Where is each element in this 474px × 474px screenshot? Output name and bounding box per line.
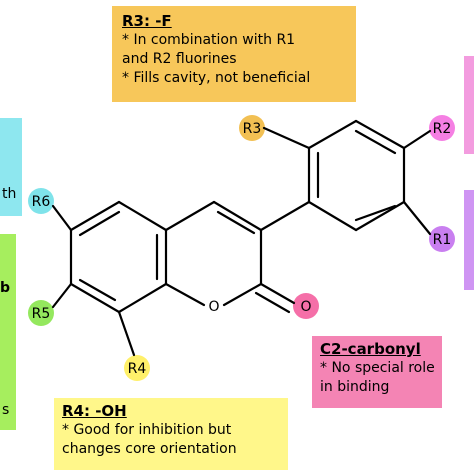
r4-callout-line: changes core orientation (62, 441, 237, 457)
r1-callout-box (464, 190, 474, 290)
r5-atom-label: R5 (32, 306, 51, 322)
bond-lines (51, 119, 432, 357)
ring-oxygen-label: O (208, 299, 219, 315)
r4-callout-title: R4: -OH (62, 402, 127, 420)
r6-atom-label: R6 (32, 194, 51, 210)
r6-highlight (28, 188, 54, 214)
r5-highlight (28, 300, 54, 326)
r3-callout-line: * Fills cavity, not beneficial (122, 70, 311, 86)
r3-callout-line: and R2 fluorines (122, 51, 237, 67)
r4-callout-box: R4: -OH * Good for inhibition but change… (54, 398, 288, 470)
r2-callout-box (464, 56, 474, 154)
r2-atom-label: R2 (433, 121, 452, 137)
c2-callout-line: * No special role (320, 360, 435, 376)
r4-atom-label: R4 (128, 361, 147, 377)
r5-callout-box: b s (0, 234, 16, 430)
r4-callout-line: * Good for inhibition but (62, 422, 232, 438)
r5-callout-fragment-top: b (0, 280, 11, 296)
r5-callout-fragment-bottom: s (2, 402, 10, 418)
r3-callout-line: * In combination with R1 (122, 32, 296, 48)
carbonyl-highlight (293, 293, 319, 319)
carbonyl-oxygen-label: O (300, 299, 311, 315)
r6-callout-fragment: th (2, 186, 17, 202)
c2-callout-box: C2-carbonyl * No special role in binding (312, 336, 442, 408)
r4-highlight (124, 355, 150, 381)
r3-highlight (239, 115, 265, 141)
r3-callout-box: R3: -F * In combination with R1 and R2 f… (112, 6, 356, 102)
r3-callout-title: R3: -F (122, 12, 172, 30)
c2-callout-line: in binding (320, 379, 390, 395)
r3-atom-label: R3 (243, 121, 262, 137)
r2-highlight (429, 115, 455, 141)
c2-callout-title: C2-carbonyl (320, 340, 421, 358)
r6-callout-box: th (0, 118, 22, 216)
r1-highlight (429, 226, 455, 252)
r1-atom-label: R1 (433, 232, 452, 248)
